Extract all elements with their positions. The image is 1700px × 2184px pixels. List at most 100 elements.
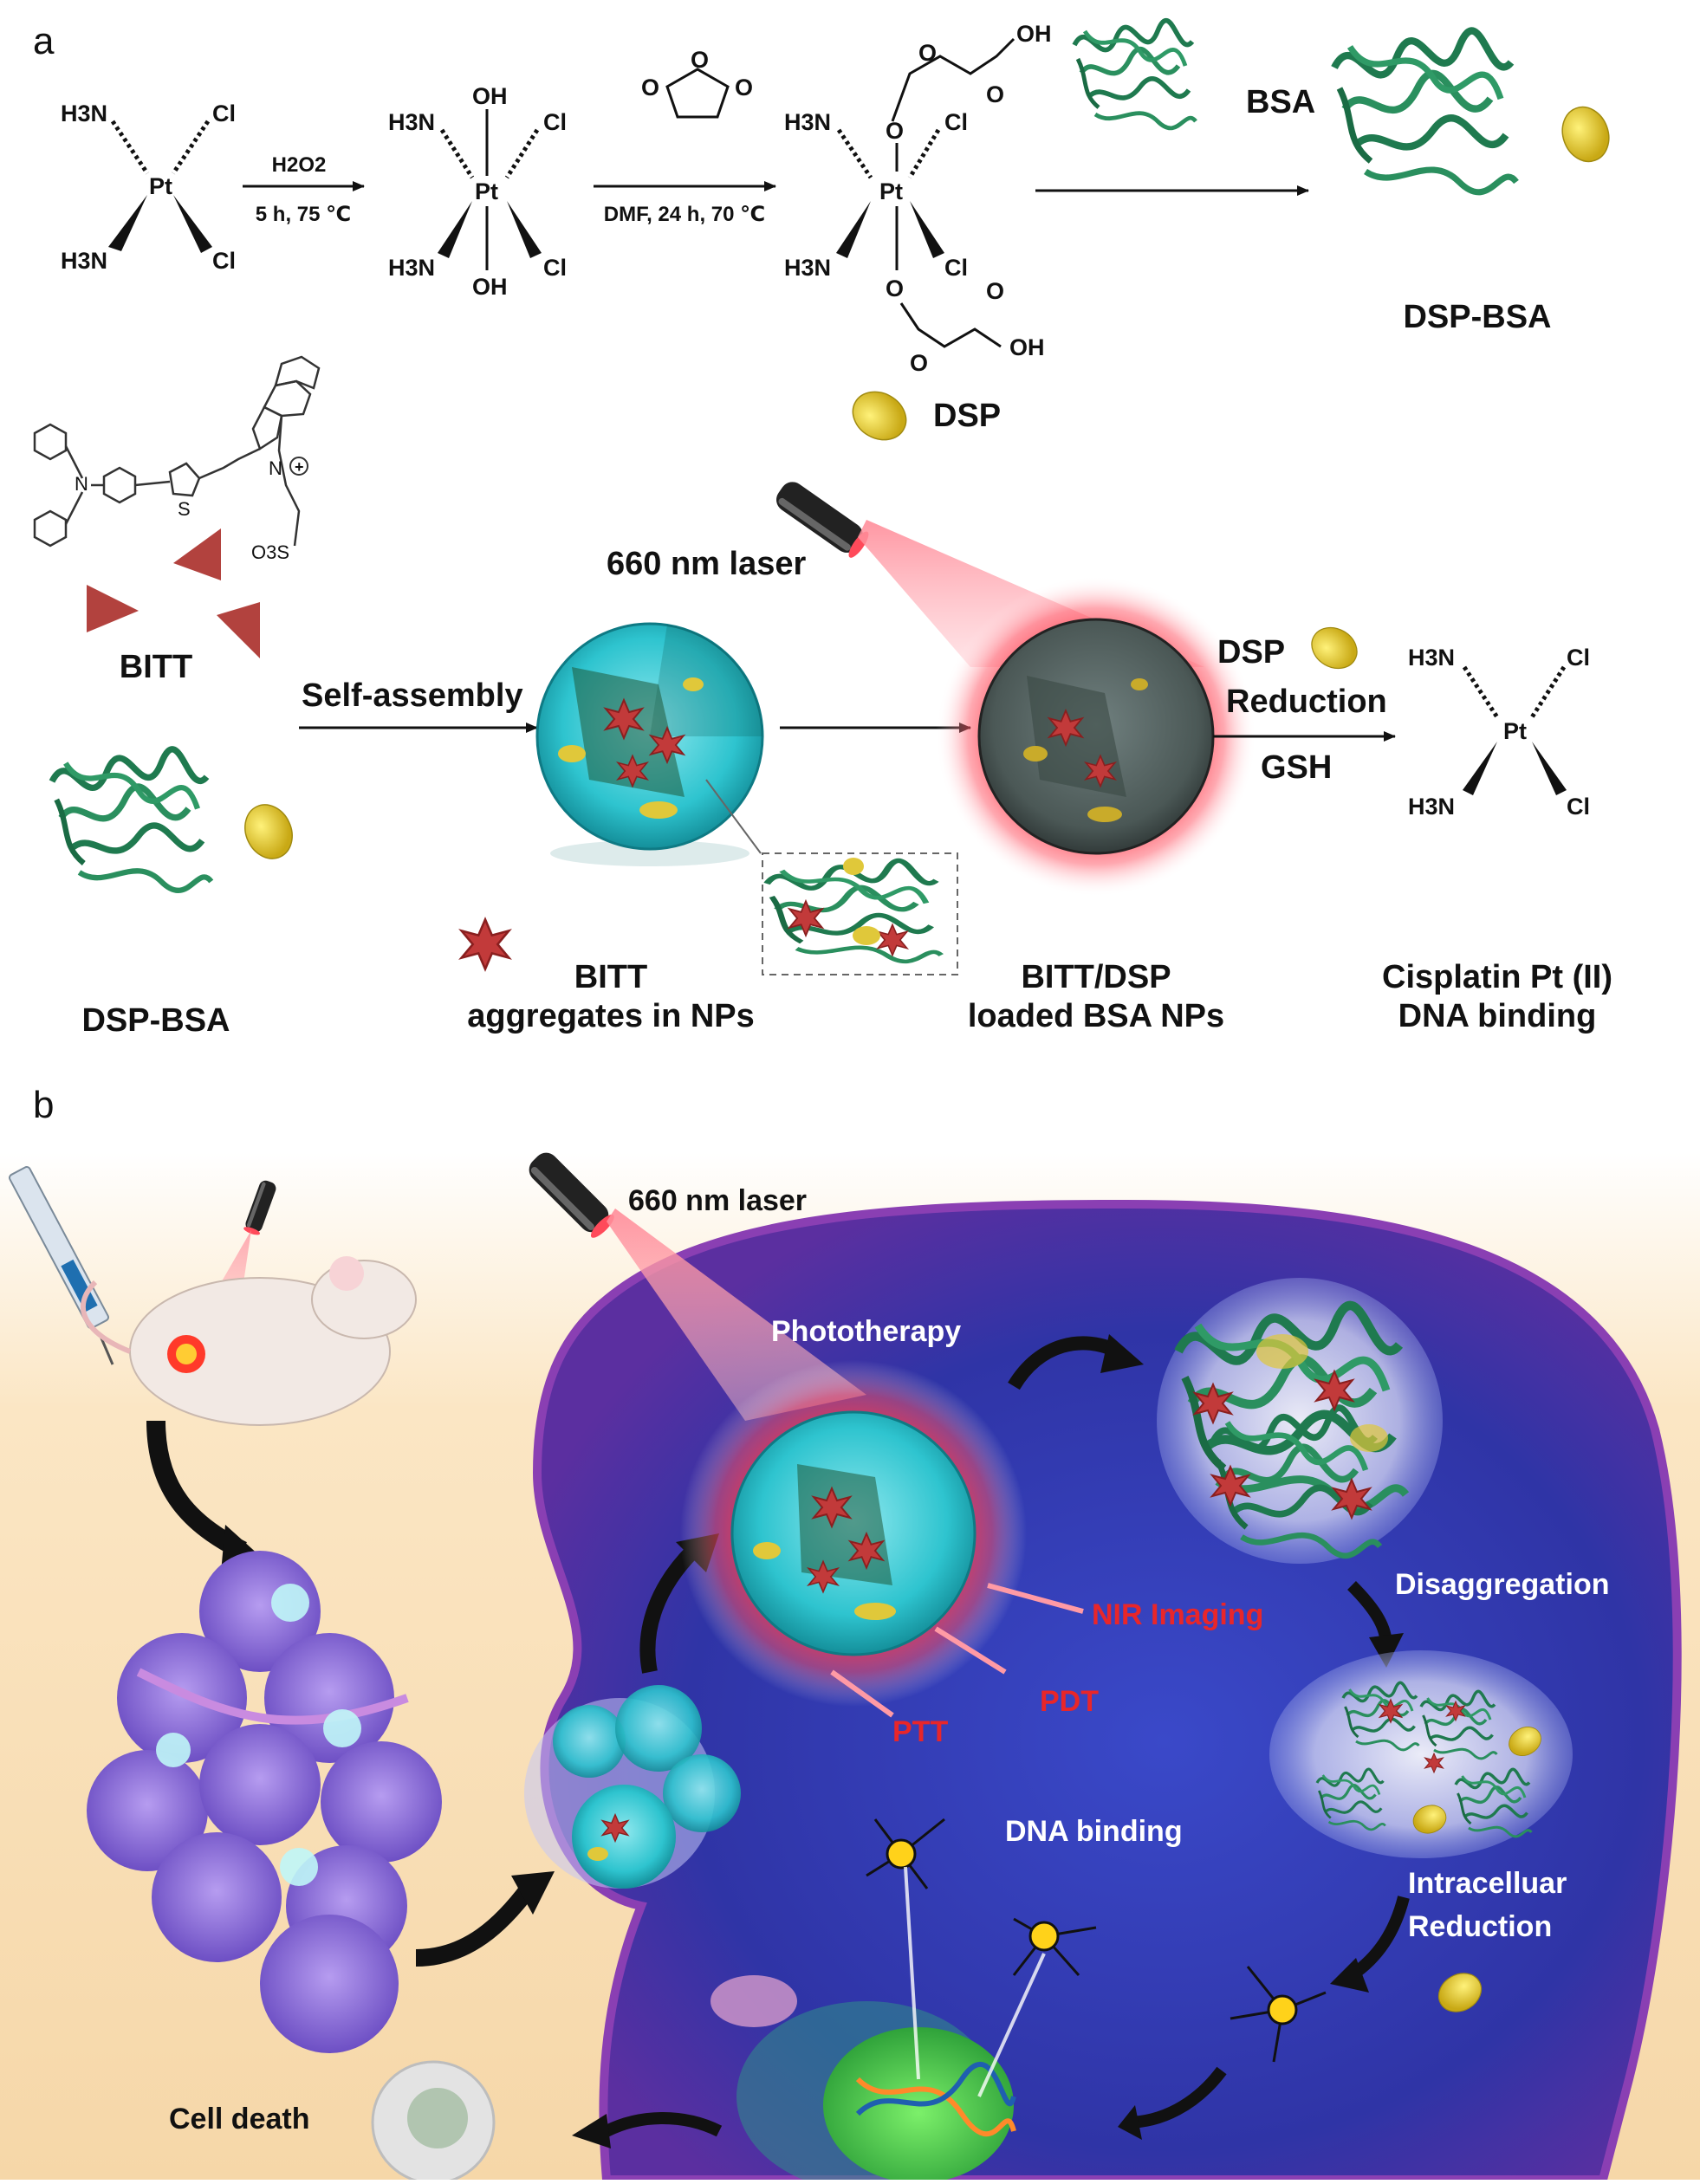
oxo-h3n-bottom: H3N — [388, 255, 435, 281]
dsp-o-axial-top: O — [886, 118, 904, 144]
panel-b-label: b — [33, 1084, 54, 1126]
laser-top-label: 660 nm laser — [607, 546, 806, 582]
intracellular-label-2: Reduction — [1408, 1910, 1552, 1943]
bitt-aggregate-icon — [460, 918, 510, 970]
curved-arrow — [1008, 1336, 1121, 1390]
intracellular-label-1: Intracelluar — [1408, 1867, 1567, 1900]
dsp-oh-top: OH — [1016, 21, 1052, 47]
phototherapy-label: Phototherapy — [771, 1315, 961, 1348]
bitt-triangle-icon — [87, 585, 139, 632]
dsp-o-axial-bottom: O — [886, 275, 904, 301]
dsp-cl-top: Cl — [944, 109, 968, 135]
curved-arrow — [639, 1545, 699, 1674]
dsp-label: DSP — [933, 398, 1001, 434]
svg-text:+: + — [295, 458, 304, 476]
dead-cell-icon — [371, 2060, 496, 2184]
emission-streak — [987, 1583, 1084, 1614]
dsp-bean-icon — [1303, 619, 1366, 677]
curved-arrow — [603, 2112, 723, 2137]
disaggregation-label: Disaggregation — [1395, 1568, 1609, 1601]
oxoplatin-structure: OH OH H3N H3N Cl Cl Pt — [388, 83, 567, 300]
dsp-o-bottom-link: O — [910, 350, 928, 376]
cisplatin-molecule-icon — [1012, 1917, 1097, 1976]
self-assembly-label: Self-assembly — [302, 677, 523, 714]
bond — [439, 128, 475, 179]
step2-conditions: DMF, 24 h, 70 ℃ — [604, 203, 765, 226]
nucleus — [710, 1866, 1046, 2184]
dsp-h3n-top: H3N — [784, 109, 831, 135]
bitt-label: BITT — [120, 649, 192, 685]
tumor-cell-cluster — [87, 1551, 442, 2053]
succinic-anhydride: O O O — [641, 47, 753, 119]
emission-streak — [934, 1626, 1007, 1675]
loaded-np-label-2: loaded BSA NPs — [968, 998, 1224, 1034]
bitt-s: S — [178, 498, 191, 520]
entry-arrow — [415, 1883, 535, 1967]
oxo-oh-top: OH — [472, 83, 508, 109]
svg-text:O: O — [691, 47, 709, 73]
dsp-bsa-protein-icon — [52, 749, 211, 891]
reduction-dsp-label: DSP — [1217, 634, 1285, 671]
panel-b-laser-label: 660 nm laser — [628, 1184, 807, 1217]
dsp-bean-icon — [843, 381, 916, 450]
dsp-bsa-top-label: DSP-BSA — [1403, 299, 1551, 335]
svg-text:O: O — [641, 75, 659, 100]
dsp-h3n-bottom: H3N — [784, 255, 831, 281]
bsa-nanoparticle — [535, 622, 764, 866]
step1-conditions: 5 h, 75 ℃ — [256, 203, 351, 226]
dsp-cl-bottom: Cl — [944, 255, 968, 281]
pdt-label: PDT — [1040, 1685, 1099, 1718]
final-label-2: DNA binding — [1398, 998, 1597, 1034]
bsa-label: BSA — [1246, 84, 1315, 120]
svg-text:Cl: Cl — [1567, 645, 1590, 671]
dsp-oh-bottom: OH — [1009, 334, 1045, 360]
dsp-o-top-link: O — [918, 40, 937, 66]
dsp-structure: OH O O O Pt H3N H3N Cl Cl O O O OH — [784, 21, 1052, 376]
dsp-bean-icon — [236, 796, 302, 867]
wedge-bond — [438, 201, 472, 258]
svg-text:Pt: Pt — [1503, 718, 1527, 744]
cisplatin-structure: H3N H3N Cl Cl Pt — [61, 100, 236, 274]
step1-reagent: H2O2 — [272, 153, 327, 177]
ptt-label: PTT — [892, 1715, 948, 1748]
disassembling-vesicle — [1157, 1278, 1443, 1564]
wedge-bond — [108, 195, 147, 251]
zoom-line — [705, 779, 762, 854]
dispersed-components — [1269, 1650, 1573, 1858]
mouse-icon — [80, 1256, 417, 1426]
svg-text:O: O — [735, 75, 753, 100]
wedge-bond — [173, 195, 212, 253]
dsp-bsa-protein-icon — [1334, 31, 1516, 192]
irradiated-nanoparticle — [680, 1360, 1027, 1707]
zoom-box — [762, 852, 958, 975]
laser-beam — [607, 1209, 866, 1421]
cisplatin-cl-bottom: Cl — [212, 248, 236, 274]
dna-binding-label: DNA binding — [1005, 1815, 1183, 1848]
cisplatin-pt: Pt — [149, 173, 172, 199]
oxo-pt: Pt — [475, 178, 498, 204]
oxo-h3n-top: H3N — [388, 109, 435, 135]
gsh-label: GSH — [1261, 749, 1332, 786]
endosome-nanoparticles — [524, 1685, 741, 1889]
panel-a-label: a — [33, 20, 55, 62]
cisplatin-molecule-icon — [1230, 1966, 1327, 2063]
bitt-aggregates-label-2: aggregates in NPs — [467, 998, 755, 1034]
oxo-oh-bottom: OH — [472, 274, 508, 300]
bitt-nplus: N — [269, 457, 282, 479]
final-label-1: Cisplatin Pt (II) — [1382, 959, 1612, 995]
nir-imaging-label: NIR Imaging — [1092, 1598, 1263, 1631]
bond — [171, 120, 211, 175]
bitt-aggregates-label-1: BITT — [574, 959, 647, 995]
bitt-triangle-icon — [217, 602, 260, 658]
cisplatin-h3n-top: H3N — [61, 100, 107, 126]
reduction-label: Reduction — [1226, 684, 1387, 720]
loaded-nanoparticle — [936, 576, 1256, 897]
emission-streak — [830, 1669, 894, 1718]
dsp-bean-icon — [1554, 100, 1618, 169]
wedge-bond — [507, 201, 542, 258]
dsp-bsa-bottom-label: DSP-BSA — [81, 1002, 230, 1039]
svg-text:H3N: H3N — [1408, 645, 1455, 671]
cell-death-label: Cell death — [169, 2103, 309, 2135]
